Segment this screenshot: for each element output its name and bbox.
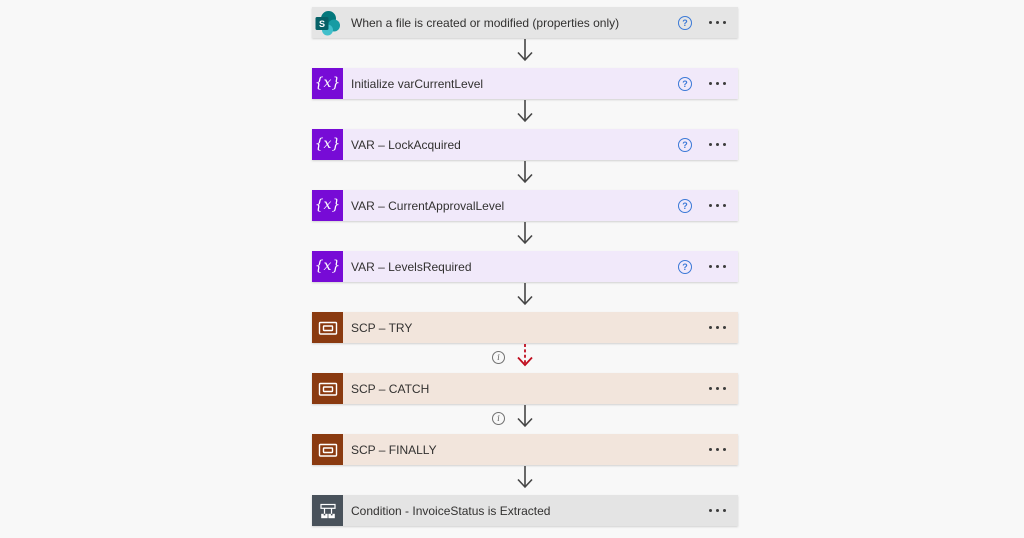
condition-card-invoicestatus-is-extracted[interactable]: Condition - InvoiceStatus is Extracted bbox=[312, 495, 738, 526]
trigger-card-when-file-created-or-modified[interactable]: S When a file is created or modified (pr… bbox=[312, 7, 738, 38]
info-icon[interactable]: i bbox=[492, 412, 505, 425]
more-options-button[interactable] bbox=[707, 322, 728, 333]
arrow-down-icon bbox=[517, 161, 533, 184]
help-button[interactable]: ? bbox=[678, 15, 692, 30]
arrow-down-icon bbox=[517, 100, 533, 123]
scope-card-scp-finally[interactable]: SCP – FINALLY bbox=[312, 434, 738, 465]
help-button[interactable]: ? bbox=[678, 259, 692, 274]
help-button[interactable]: ? bbox=[678, 76, 692, 91]
scope-title: SCP – TRY bbox=[351, 320, 413, 335]
more-options-button[interactable] bbox=[707, 17, 728, 28]
arrow-down-icon bbox=[517, 405, 533, 428]
scope-title: SCP – CATCH bbox=[351, 381, 430, 396]
scope-icon bbox=[312, 312, 343, 343]
scope-card-scp-try[interactable]: SCP – TRY bbox=[312, 312, 738, 343]
more-options-button[interactable] bbox=[707, 444, 728, 455]
action-card-var-currentapprovallevel[interactable]: {x} VAR – CurrentApprovalLevel ? bbox=[312, 190, 738, 221]
arrow-down-icon bbox=[517, 39, 533, 62]
action-title: VAR – LockAcquired bbox=[351, 137, 461, 152]
info-icon[interactable]: i bbox=[492, 351, 505, 364]
arrow-down-dashed-red-icon bbox=[517, 344, 533, 367]
more-options-button[interactable] bbox=[707, 78, 728, 89]
more-options-button[interactable] bbox=[707, 200, 728, 211]
connector bbox=[312, 160, 738, 190]
connector-run-after-failed: i bbox=[312, 343, 738, 373]
help-button[interactable]: ? bbox=[678, 137, 692, 152]
action-card-initialize-varcurrentlevel[interactable]: {x} Initialize varCurrentLevel ? bbox=[312, 68, 738, 99]
scope-icon bbox=[312, 434, 343, 465]
action-card-var-levelsrequired[interactable]: {x} VAR – LevelsRequired ? bbox=[312, 251, 738, 282]
action-title: VAR – LevelsRequired bbox=[351, 259, 472, 274]
more-options-button[interactable] bbox=[707, 261, 728, 272]
arrow-down-icon bbox=[517, 283, 533, 306]
trigger-title: When a file is created or modified (prop… bbox=[351, 15, 620, 30]
connector bbox=[312, 282, 738, 312]
variable-icon: {x} bbox=[312, 251, 343, 282]
flow-column: S When a file is created or modified (pr… bbox=[312, 7, 738, 526]
action-card-var-lockacquired[interactable]: {x} VAR – LockAcquired ? bbox=[312, 129, 738, 160]
condition-title: Condition - InvoiceStatus is Extracted bbox=[351, 503, 551, 518]
more-options-button[interactable] bbox=[707, 139, 728, 150]
variable-icon: {x} bbox=[312, 68, 343, 99]
connector bbox=[312, 38, 738, 68]
connector-run-after: i bbox=[312, 404, 738, 434]
help-button[interactable]: ? bbox=[678, 198, 692, 213]
arrow-down-icon bbox=[517, 222, 533, 245]
more-options-button[interactable] bbox=[707, 383, 728, 394]
scope-card-scp-catch[interactable]: SCP – CATCH bbox=[312, 373, 738, 404]
arrow-down-icon bbox=[517, 466, 533, 489]
sharepoint-icon: S bbox=[312, 7, 343, 38]
scope-title: SCP – FINALLY bbox=[351, 442, 437, 457]
scope-icon bbox=[312, 373, 343, 404]
more-options-button[interactable] bbox=[707, 505, 728, 516]
condition-icon bbox=[312, 495, 343, 526]
connector bbox=[312, 221, 738, 251]
connector bbox=[312, 99, 738, 129]
variable-icon: {x} bbox=[312, 129, 343, 160]
action-title: VAR – CurrentApprovalLevel bbox=[351, 198, 505, 213]
connector bbox=[312, 465, 738, 495]
action-title: Initialize varCurrentLevel bbox=[351, 76, 484, 91]
svg-text:S: S bbox=[318, 19, 324, 29]
variable-icon: {x} bbox=[312, 190, 343, 221]
